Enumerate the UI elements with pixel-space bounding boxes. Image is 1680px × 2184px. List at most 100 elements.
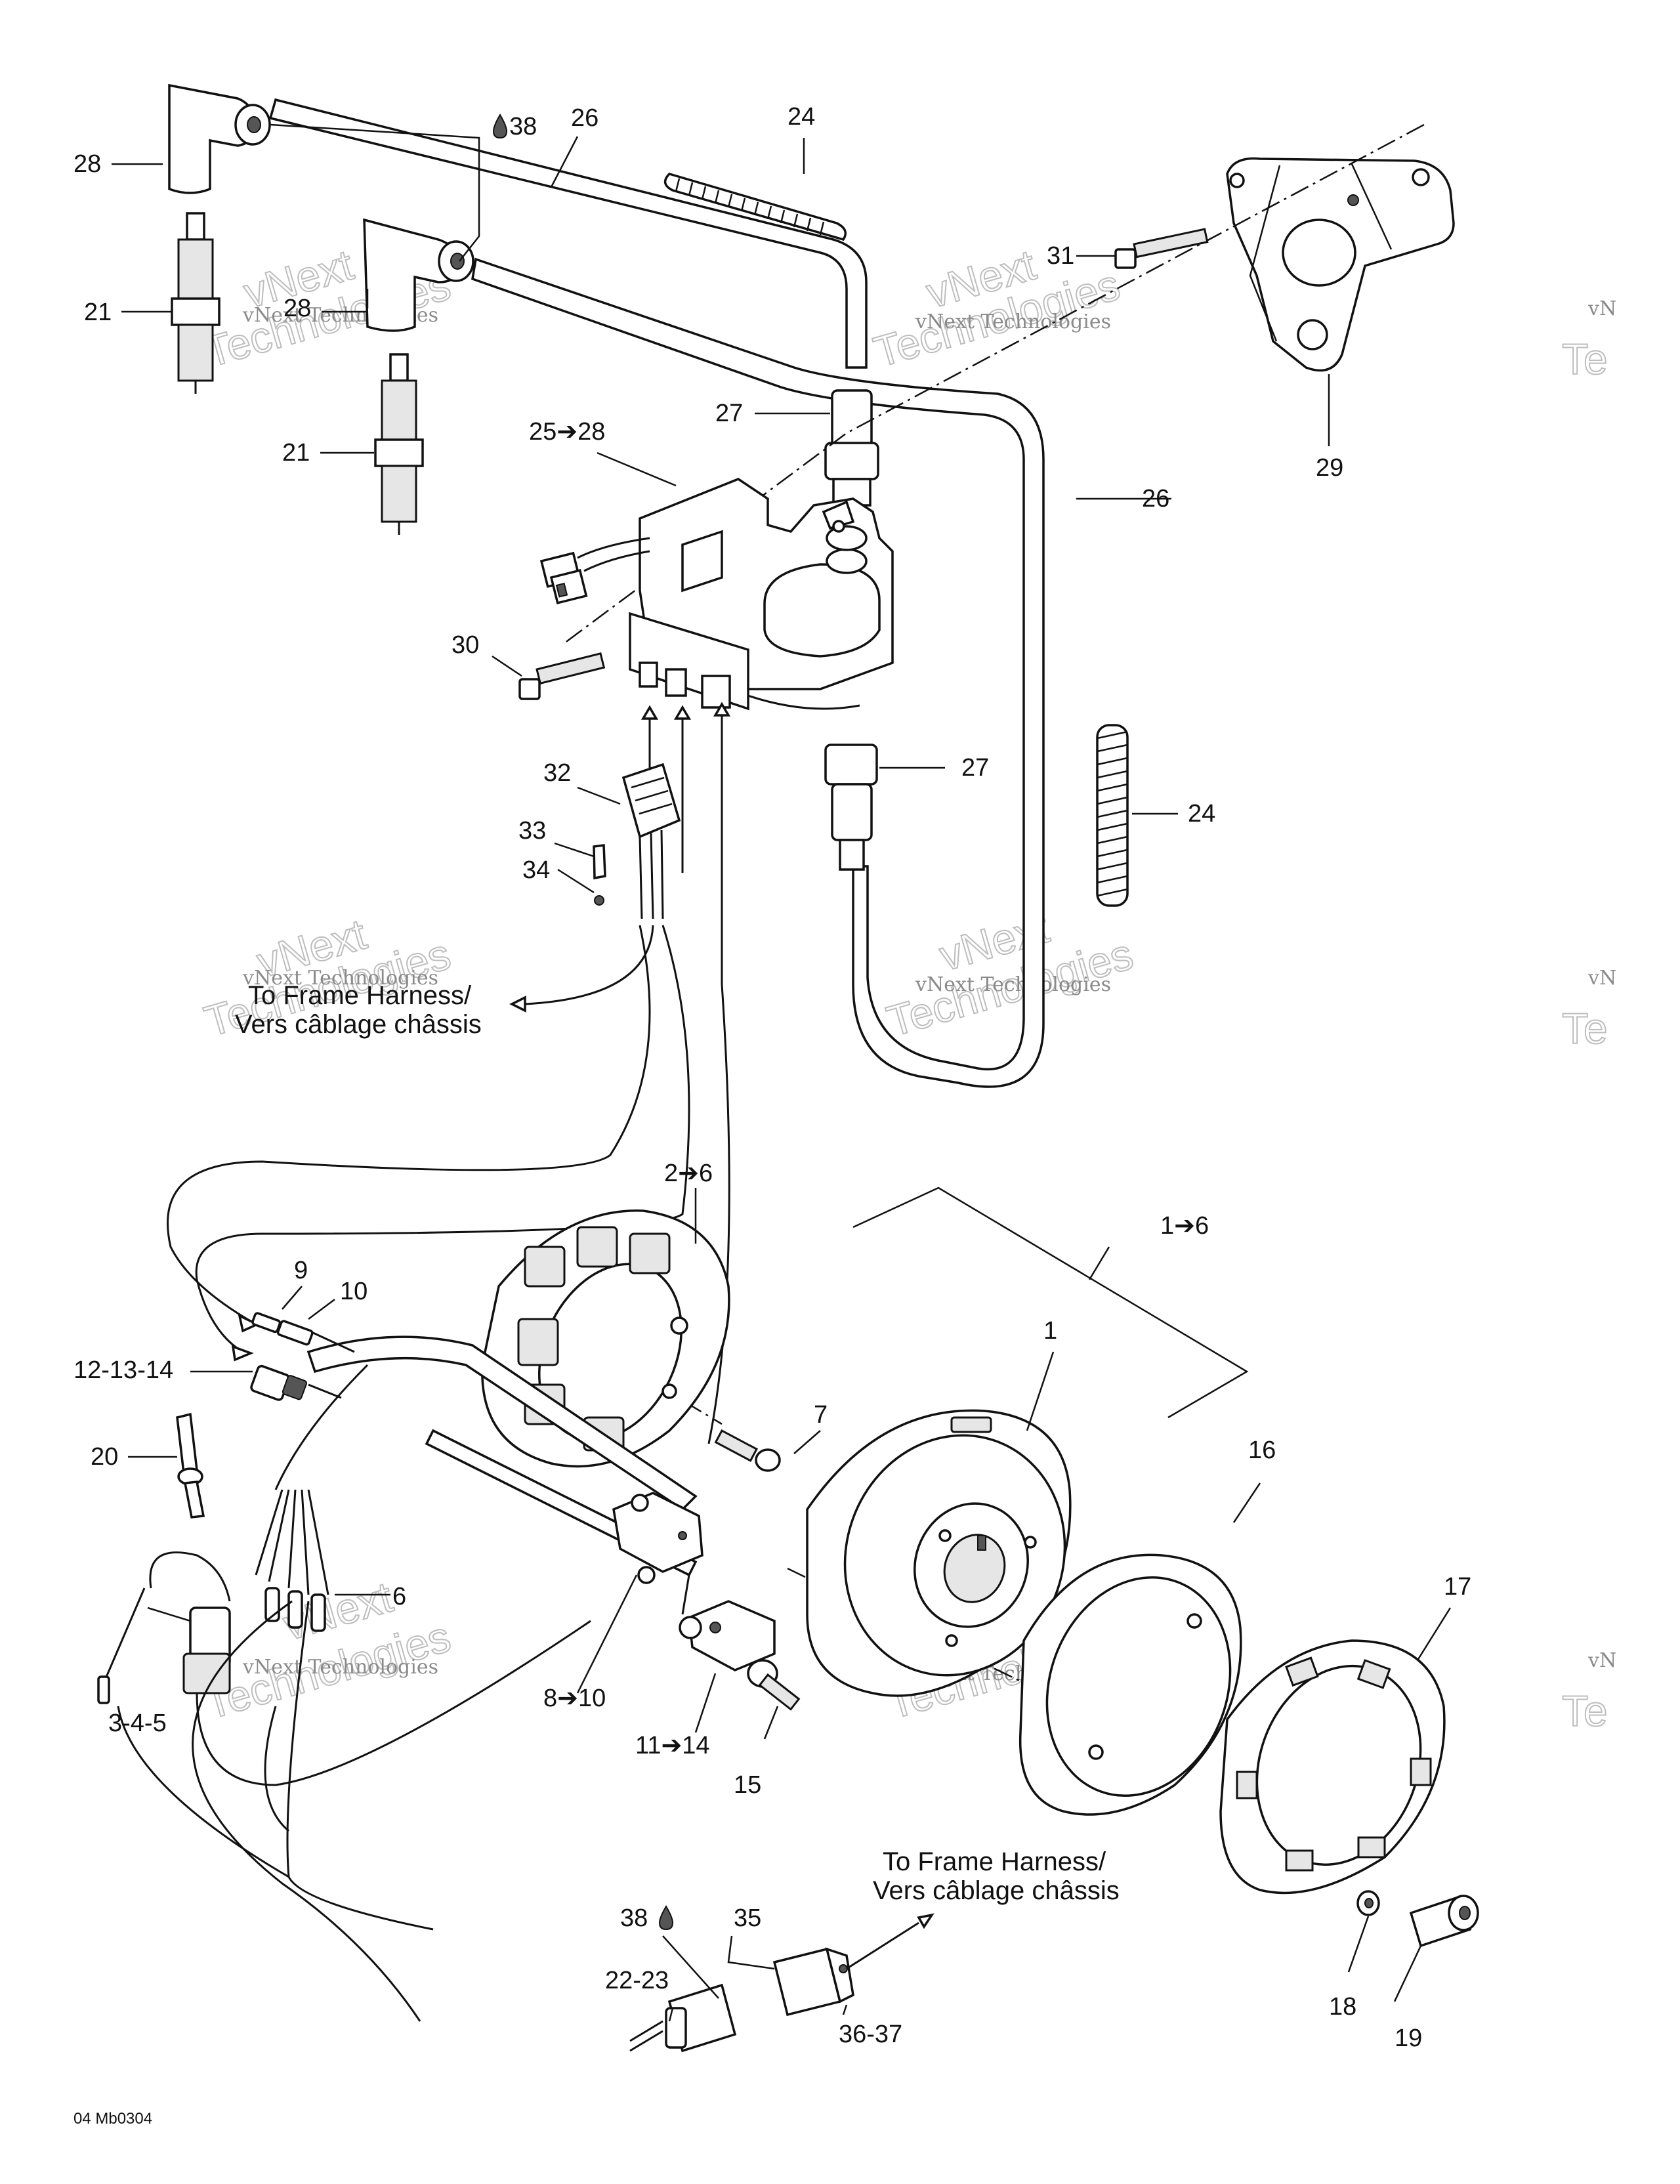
watermark-text: vNext Technologies [242,1656,438,1679]
arrow-head [231,1345,254,1362]
watermark-big: Te [1562,335,1608,383]
protective-spring-right [1096,724,1129,907]
watermark-text: vN [1587,967,1616,990]
leader-1-6 [1088,1246,1110,1280]
label-33: 33 [518,817,546,845]
ignition-coil-bracket [1226,157,1455,372]
watermark-text: vNext Technologies [242,967,438,990]
spark-plug-upper [171,212,220,394]
wire-boot-lower [824,744,878,871]
label-8-10: 8➔10 [543,1685,606,1712]
coil-primary-connector [539,537,650,604]
leader-lines [112,136,1452,2022]
label-1: 1 [1043,1317,1057,1345]
watermark-big: Te [1562,1687,1608,1735]
spark-plug-cap-lower [363,218,474,332]
connector-32 [621,763,681,919]
label-38b: 38 [620,1904,648,1932]
drawing-code: 04 Mb0304 [74,2110,152,2128]
arrow-head [509,996,526,1013]
label-19: 19 [1395,2025,1422,2052]
harness-to-stator [707,984,730,1444]
label-22-23: 22-23 [605,1967,669,1994]
screw-15 [747,1659,801,1711]
part-labels: 28 38 26 24 31 21 28 27 21 25➔28 29 26 3… [74,103,1471,2052]
label-24a: 24 [788,103,815,131]
label-16: 16 [1248,1437,1276,1464]
label-17: 17 [1444,1573,1471,1601]
connector-35 [772,1947,854,2017]
trigger-coil-8-10 [612,1492,704,1584]
label-11-14: 11➔14 [635,1732,710,1759]
label-20: 20 [91,1443,118,1471]
label-38a: 38 [509,113,537,140]
note-harness-bottom-en: To Frame Harness/ [883,1847,1106,1876]
label-27a: 27 [715,400,743,427]
label-21a: 21 [84,299,112,326]
connector-22-23 [629,1983,737,2053]
oil-drop-icon [658,1905,674,1931]
arrow-head [673,705,692,720]
watermark-text: vN [1587,297,1616,320]
starter-cup-17 [1219,1639,1446,1895]
harness-to-connector-22 [192,1600,421,2022]
label-26b: 26 [1142,485,1169,513]
arrow-line [846,1922,919,1970]
arrow-head [713,702,731,717]
watermark-text: vNext Technologies [915,310,1111,333]
label-1-6: 1➔6 [1160,1212,1209,1240]
label-25-28: 25➔28 [529,418,605,446]
connector-9-10 [251,1312,355,1353]
label-29: 29 [1316,454,1343,482]
bolt-19 [1409,1895,1479,1948]
seal-34 [594,895,604,906]
label-15: 15 [734,1771,761,1799]
label-34: 34 [522,856,550,884]
trigger-coil-11-14 [679,1574,776,1671]
harness-to-connector [286,1601,434,1931]
note-harness-bottom-fr: Vers câblage châssis [873,1876,1120,1905]
label-2-6: 2➔6 [664,1160,713,1187]
label-21b: 21 [282,439,310,467]
connector-12-13-14 [250,1364,342,1401]
trigger-wheel-16 [1018,1553,1242,1816]
label-10: 10 [340,1278,368,1305]
flywheel-rotor [806,1409,1072,1697]
arrow-head [640,705,659,720]
label-26a: 26 [571,104,598,132]
note-harness-top-fr: Vers câblage châssis [235,1010,482,1039]
stator [481,1209,730,1468]
oil-drop-icon [492,114,508,139]
harness-notes: To Frame Harness/ Vers câblage châssis T… [235,981,1120,1905]
label-28b: 28 [284,295,311,322]
watermark-text: vN [1587,1649,1616,1672]
ignition-coil [629,478,894,711]
label-36-37: 36-37 [839,2021,902,2048]
label-27b: 27 [961,754,989,782]
spark-plug-cap-upper [168,83,271,194]
watermark-text: vNext Technologies [915,973,1111,996]
label-30: 30 [452,631,479,659]
label-32: 32 [543,759,571,787]
tie-strap-20 [176,1412,205,1519]
screw-7 [714,1429,781,1472]
label-12-13-14: 12-13-14 [74,1356,173,1384]
watermark-big: Te [1562,1004,1608,1053]
harness-return [117,1706,289,1878]
note-harness-top-en: To Frame Harness/ [248,981,472,1010]
wire-boot-upper [824,389,879,507]
terminal-33 [593,844,606,880]
bolt-30 [518,652,606,700]
protective-spring-upper [663,173,847,242]
label-9: 9 [294,1257,308,1284]
harness-to-frame-top [524,925,654,1005]
wire-bundle-3-6 [97,1489,591,1832]
screw-31 [1114,228,1209,269]
harness-loop-upper [167,925,651,1324]
hv-wire-upper [268,98,868,369]
label-18: 18 [1329,1993,1356,2021]
harness-loop-lower [195,925,690,1353]
label-31: 31 [1047,242,1074,270]
label-3-4-5: 3-4-5 [108,1710,167,1737]
